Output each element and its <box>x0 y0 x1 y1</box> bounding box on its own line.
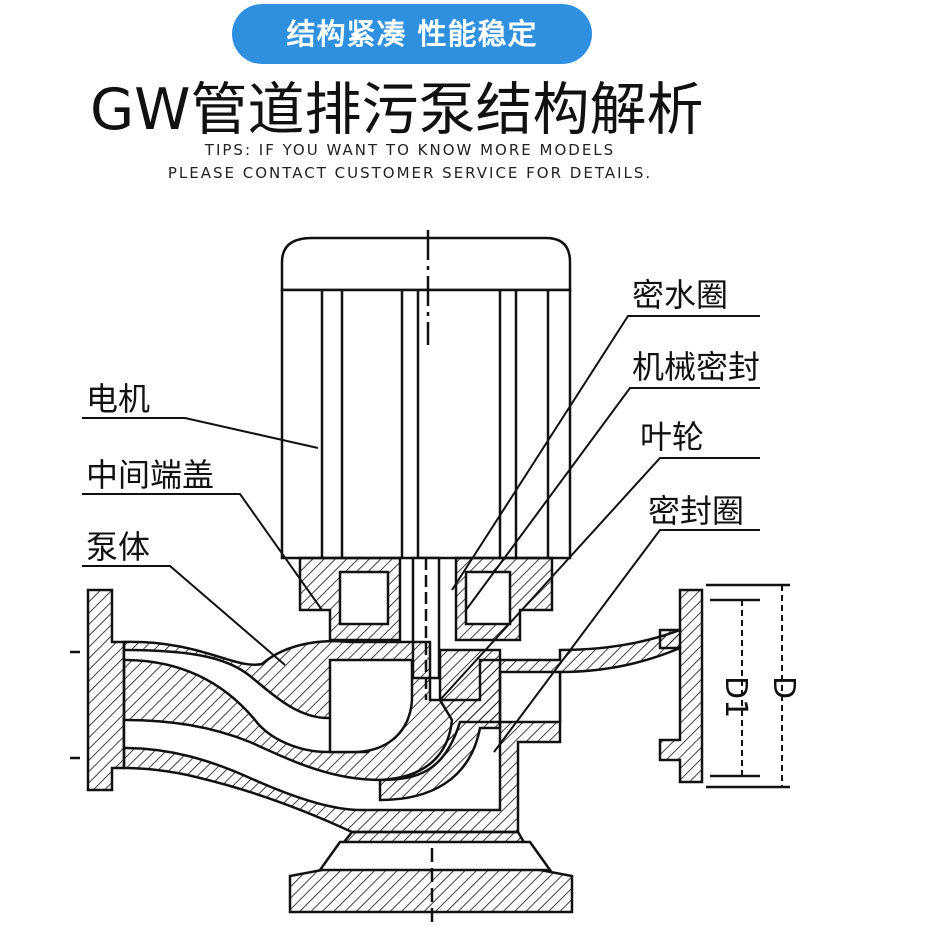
motor-assembly <box>280 230 572 560</box>
label-motor: 电机 <box>86 380 150 418</box>
leader-lines <box>82 315 760 753</box>
impeller <box>378 648 502 802</box>
label-pump-body: 泵体 <box>86 528 150 566</box>
tips-line-1: TIPS: IF YOU WANT TO KNOW MORE MODELS <box>204 141 616 159</box>
label-impeller: 叶轮 <box>640 418 704 456</box>
dimension-d1: D1 <box>718 676 753 718</box>
dimension-marks <box>741 585 783 787</box>
label-seal-ring: 密封圈 <box>648 492 744 530</box>
inlet-flange <box>70 588 126 792</box>
feature-banner: 结构紧凑 性能稳定 <box>232 4 592 64</box>
outlet-flange <box>658 583 790 789</box>
pump-base <box>288 830 574 925</box>
page-title: GW管道排污泵结构解析 <box>90 77 704 143</box>
label-mechanical-seal: 机械密封 <box>632 348 760 386</box>
pump-body <box>122 628 682 834</box>
tips-line-2: PLEASE CONTACT CUSTOMER SERVICE FOR DETA… <box>167 164 653 182</box>
label-middle-cover: 中间端盖 <box>86 456 214 494</box>
dimension-d: D <box>766 676 801 699</box>
label-water-seal-ring: 密水圈 <box>632 276 728 314</box>
